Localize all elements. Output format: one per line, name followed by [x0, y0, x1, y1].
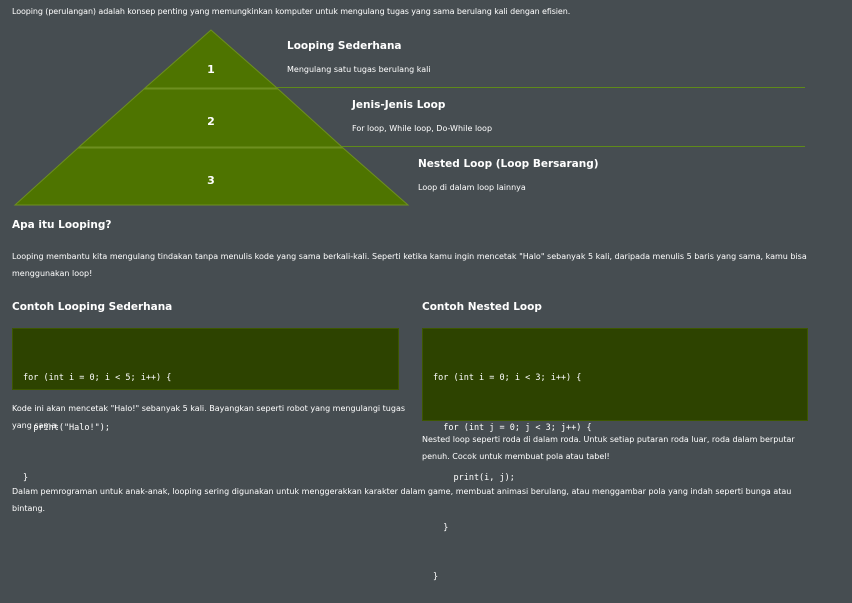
pyramid-level-1-number: 1: [207, 63, 215, 76]
code-line: print("Halo!");: [23, 422, 110, 433]
what-heading: Apa itu Looping?: [12, 219, 112, 231]
nested-code-block: for (int i = 0; i < 3; i++) { for (int j…: [422, 328, 808, 582]
pyramid-level-2-number: 2: [207, 115, 215, 128]
pyramid-level-3-shape: [13, 147, 410, 206]
pyramid-level-3-number: 3: [207, 174, 215, 187]
code-line: }: [23, 472, 29, 483]
footer-text: Dalam pemrograman untuk anak-anak, loopi…: [12, 487, 792, 513]
intro-text: Looping (perulangan) adalah konsep penti…: [12, 7, 571, 16]
simple-code-block: for (int i = 0; i < 5; i++) { print("Hal…: [12, 328, 399, 483]
code-line: print(i, j);: [433, 472, 515, 483]
code-line: for (int i = 0; i < 5; i++) {: [23, 373, 172, 384]
pyramid-level-2-description: For loop, While loop, Do-While loop: [352, 124, 493, 133]
nested-caption: Nested loop seperti roda di dalam roda. …: [422, 435, 795, 461]
pyramid-diagram: [13, 29, 805, 206]
pyramid-level-1-shape: [143, 29, 279, 89]
pyramid-level-2-title: Jenis-Jenis Loop: [352, 99, 446, 111]
code-line: for (int j = 0; j < 3; j++) {: [433, 422, 592, 433]
what-text: Looping membantu kita mengulang tindakan…: [12, 252, 807, 278]
simple-caption: Kode ini akan mencetak "Halo!" sebanyak …: [12, 404, 406, 430]
pyramid-level-1-title: Looping Sederhana: [287, 40, 402, 52]
code-line: for (int i = 0; i < 3; i++) {: [433, 373, 582, 384]
pyramid-level-1-description: Mengulang satu tugas berulang kali: [287, 65, 431, 74]
pyramid-level-3-description: Loop di dalam loop lainnya: [418, 183, 526, 192]
pyramid-level-3-title: Nested Loop (Loop Bersarang): [418, 158, 599, 170]
simple-example-heading: Contoh Looping Sederhana: [12, 301, 173, 313]
code-line: }: [433, 522, 449, 533]
nested-example-heading: Contoh Nested Loop: [422, 301, 542, 313]
code-line: }: [433, 572, 439, 583]
